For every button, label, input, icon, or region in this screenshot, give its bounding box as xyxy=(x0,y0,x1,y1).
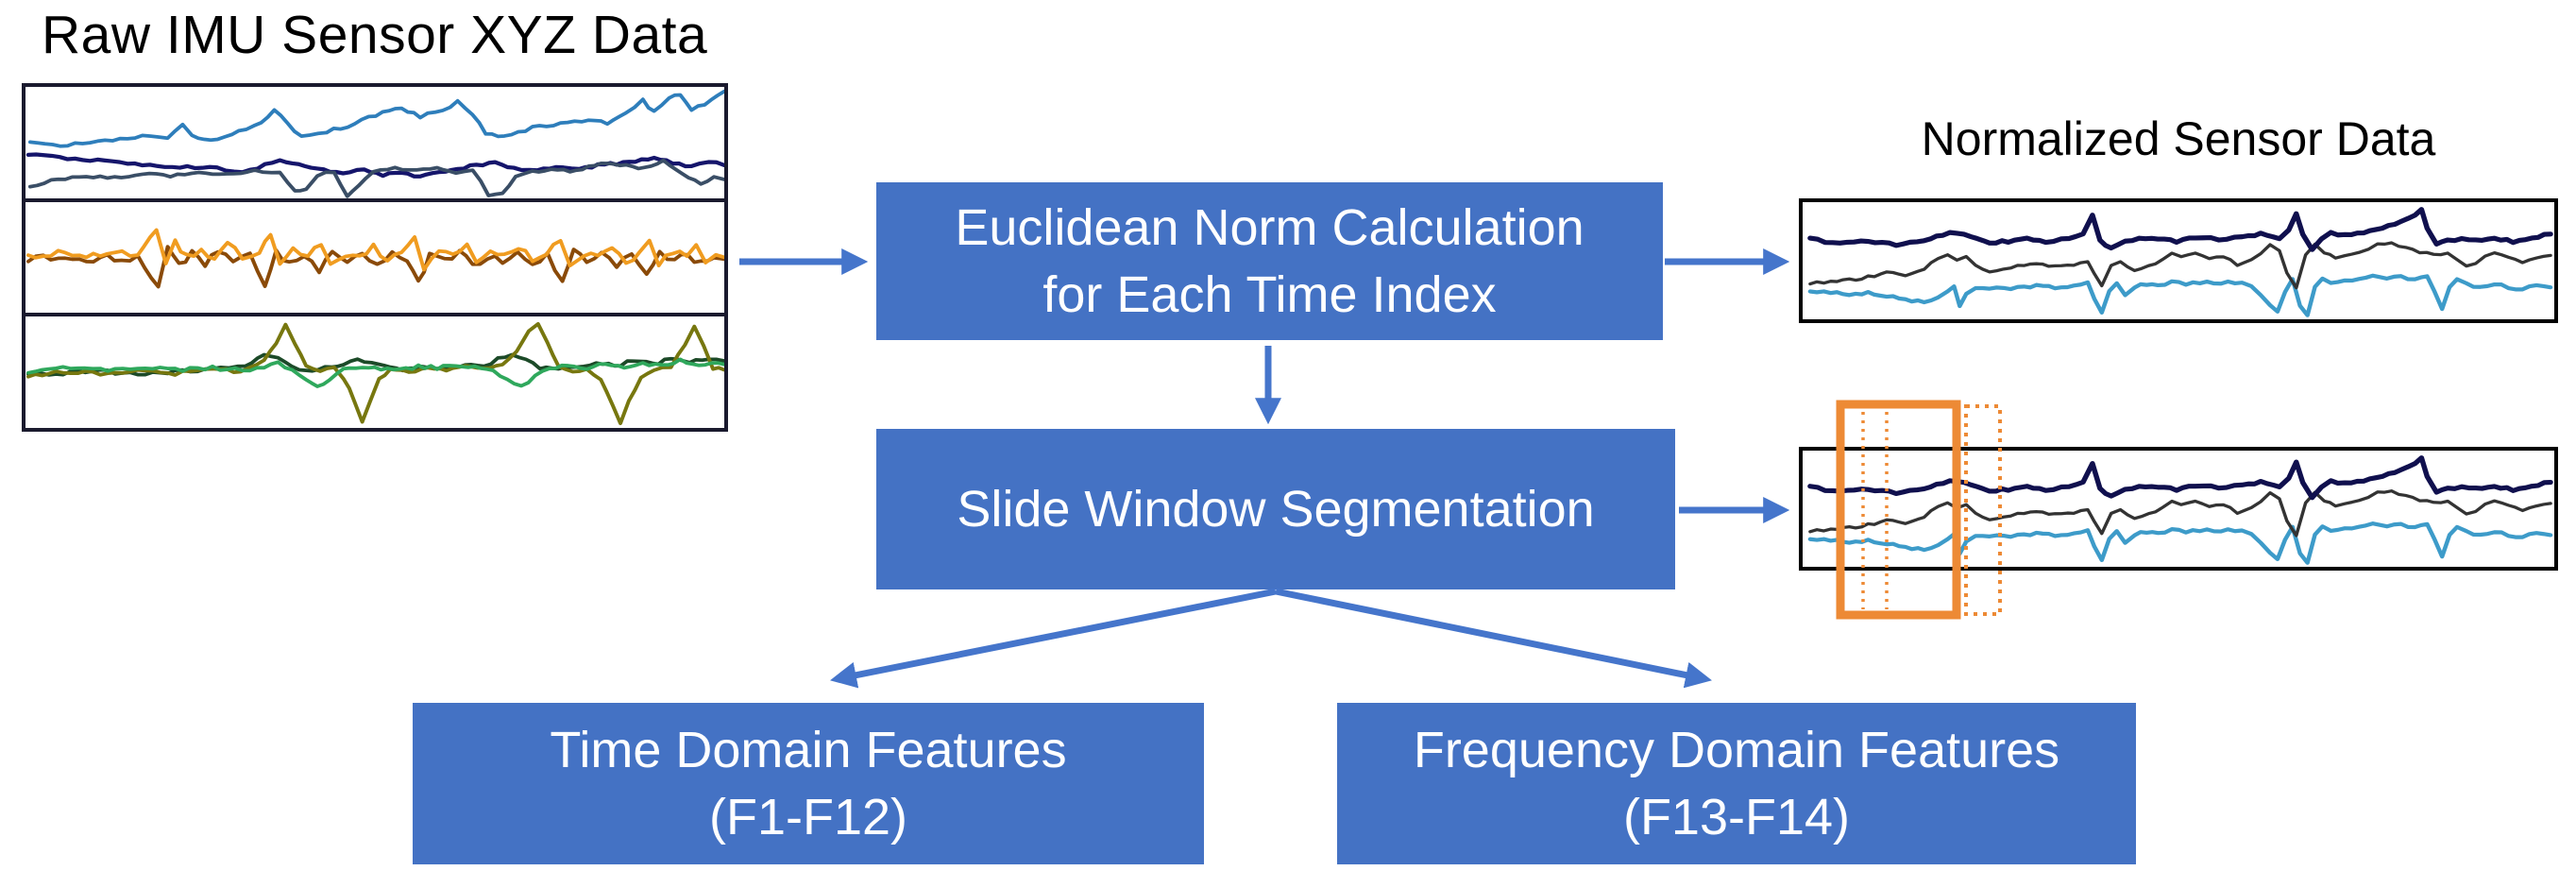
node-label-line: Frequency Domain Features xyxy=(1413,721,2060,778)
waveform-line xyxy=(25,244,724,289)
node-label-line: (F1-F12) xyxy=(708,788,907,845)
raw-panel-orange xyxy=(25,197,724,289)
node-euclidean-norm: Euclidean Norm Calculation for Each Time… xyxy=(876,182,1663,340)
node-label-line: (F13-F14) xyxy=(1622,788,1851,845)
waveform-line xyxy=(1808,241,2552,290)
flow-arrow xyxy=(830,588,1277,689)
raw-imu-plot xyxy=(22,83,728,432)
node-frequency-domain-features: Frequency Domain Features (F13-F14) xyxy=(1337,703,2136,864)
normalized-waveforms-top xyxy=(1807,207,2553,317)
node-label-line: Euclidean Norm Calculation xyxy=(955,198,1585,256)
raw-imu-title: Raw IMU Sensor XYZ Data xyxy=(42,5,708,65)
raw-panel-green xyxy=(25,313,724,426)
node-label-line: for Each Time Index xyxy=(1042,265,1497,323)
node-label-line: Time Domain Features xyxy=(550,721,1067,778)
waveform-line xyxy=(25,228,724,272)
waveform-line xyxy=(27,89,724,148)
normalized-waveforms-bottom xyxy=(1807,455,2553,565)
waveform-line xyxy=(1807,521,2553,565)
normalized-data-title: Normalized Sensor Data xyxy=(1921,112,2436,165)
node-time-domain-features: Time Domain Features (F1-F12) xyxy=(413,703,1204,864)
waveform-line xyxy=(1807,207,2553,252)
waveform-line xyxy=(27,158,724,198)
waveform-line xyxy=(1807,273,2553,317)
normalized-plot-top xyxy=(1799,198,2558,323)
node-slide-window-segmentation: Slide Window Segmentation xyxy=(876,429,1675,589)
waveform-line xyxy=(25,322,724,426)
node-label-line: Slide Window Segmentation xyxy=(957,480,1595,538)
flow-arrow xyxy=(1275,588,1712,689)
normalized-plot-bottom xyxy=(1799,447,2558,571)
raw-panel-blue xyxy=(25,89,724,198)
waveform-line xyxy=(25,357,724,389)
waveform-line xyxy=(1807,455,2553,501)
